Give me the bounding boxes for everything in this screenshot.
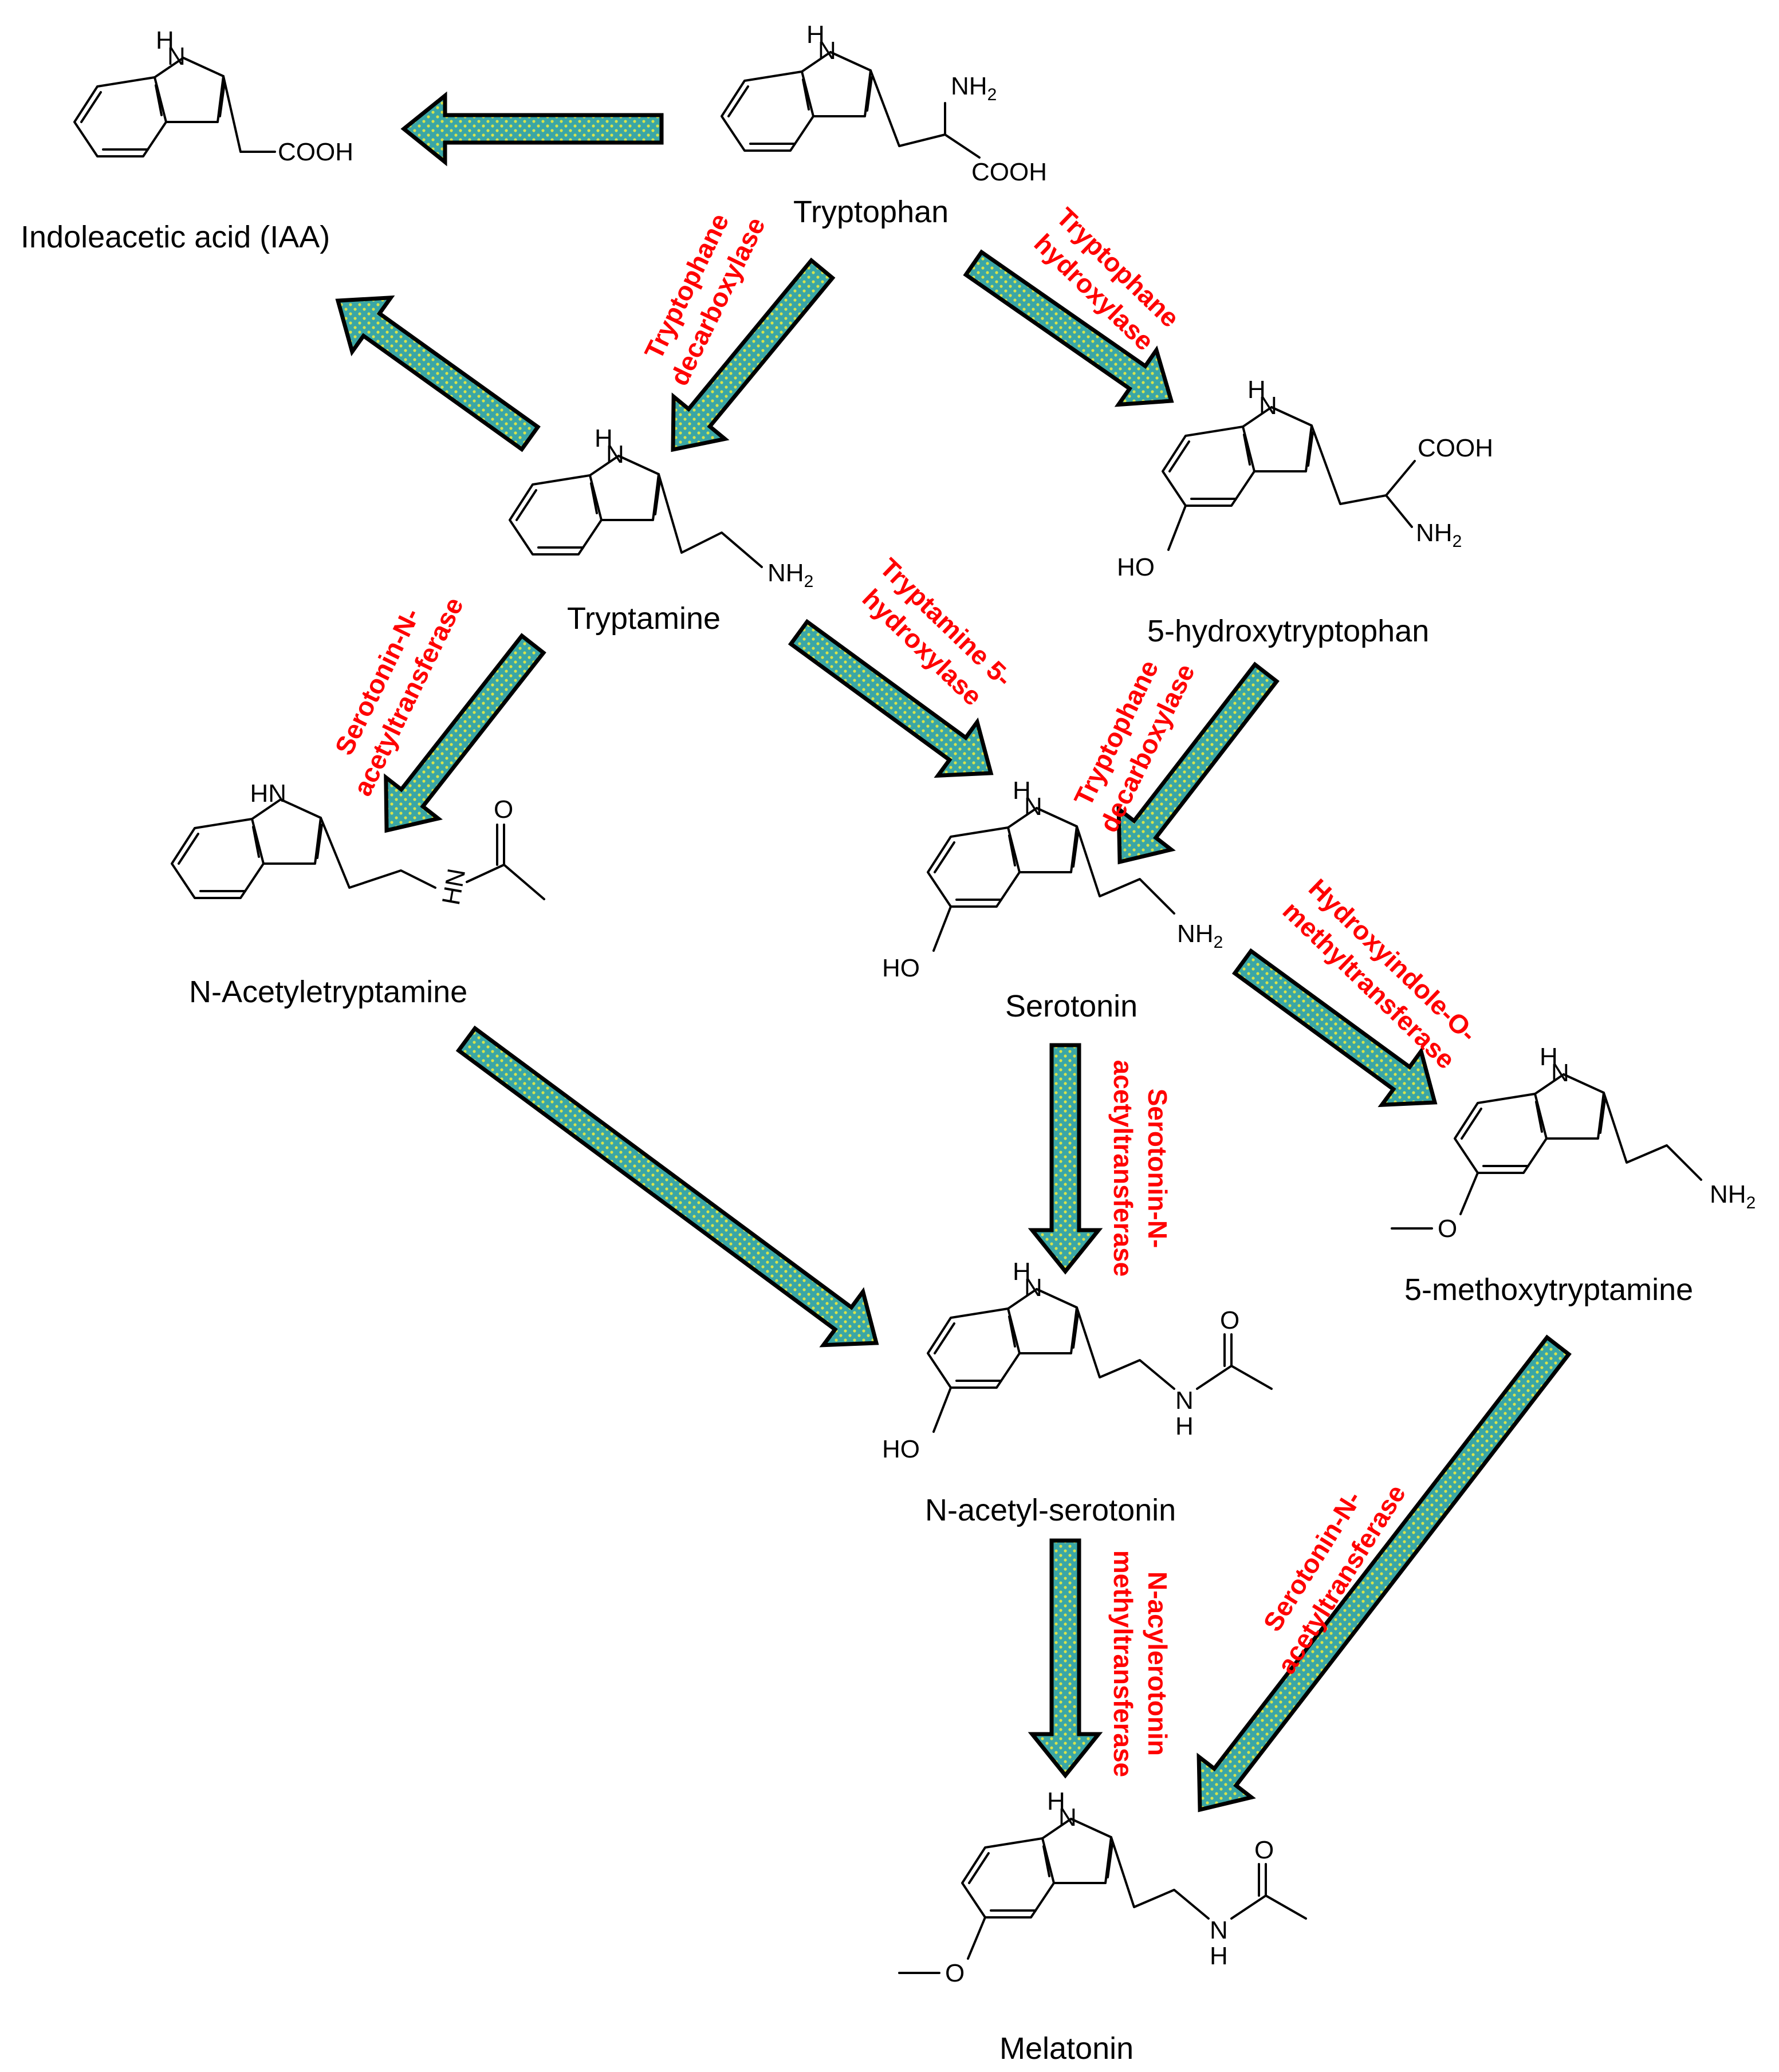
iaa-n-atom: N bbox=[167, 42, 186, 70]
tryptamine-h-atom: H bbox=[595, 424, 613, 452]
arrow-nas-to-melatonin bbox=[1028, 1538, 1103, 1779]
tryptophan-n-atom: N bbox=[818, 37, 836, 65]
n-acetyl-serotonin-label: N-acetyl-serotonin bbox=[925, 1493, 1176, 1527]
mt-nh2-atom: NH2 bbox=[1710, 1180, 1756, 1212]
arrow-methoxytryptamine-to-melatonin bbox=[1197, 1334, 1572, 1813]
methoxytryptamine-structure: H N NH2 O bbox=[1391, 1043, 1756, 1243]
nat-hn-atom: HN bbox=[437, 866, 471, 907]
arrow-hydroxytryptophan-to-serotonin bbox=[1116, 661, 1280, 865]
melatonin-label: Melatonin bbox=[999, 2031, 1133, 2066]
htp-ho-atom: HO bbox=[1117, 553, 1155, 581]
nas-n-atom: N bbox=[1024, 1274, 1042, 1302]
enzyme-snat-2-line1: Serotonin-N- bbox=[1143, 1089, 1172, 1248]
mt-n-atom: N bbox=[1551, 1059, 1569, 1087]
mel-h-atom: H bbox=[1047, 1787, 1065, 1815]
nas-n2-atom: N bbox=[1175, 1386, 1194, 1415]
tryptophan-nh2-atom: NH2 bbox=[951, 72, 997, 104]
serotonin-label: Serotonin bbox=[1005, 989, 1138, 1023]
nas-h2-atom: H bbox=[1175, 1412, 1194, 1440]
n-acetyltryptamine-label: N-Acetyletryptamine bbox=[189, 975, 467, 1009]
nat-nh-atom: NH bbox=[250, 779, 286, 807]
iaa-h-atom: H bbox=[156, 26, 174, 54]
tryptamine-structure: H N NH2 bbox=[509, 424, 813, 591]
arrow-tryptamine-to-iaa bbox=[335, 295, 541, 452]
nat-o-atom: O bbox=[494, 795, 513, 824]
htp-n-atom: N bbox=[1259, 392, 1277, 420]
enzyme-asmt: N-acylerotonin methyltransferase bbox=[1108, 1550, 1172, 1777]
arrow-tryptophan-to-tryptamine bbox=[671, 257, 836, 452]
arrow-tryptamine-to-n-acetyltryptamine bbox=[384, 633, 546, 833]
enzyme-snat-2: Serotonin-N- acetyltransferase bbox=[1108, 1060, 1172, 1277]
hydroxytryptophan-label: 5-hydroxytryptophan bbox=[1147, 614, 1429, 648]
arrow-tryptophan-to-hydroxytryptophan bbox=[963, 249, 1174, 407]
arrow-serotonin-to-nas bbox=[1028, 1043, 1103, 1275]
serotonin-h-atom: H bbox=[1013, 777, 1031, 805]
iaa-label: Indoleacetic acid (IAA) bbox=[21, 220, 330, 254]
tryptophan-cooh-atom: COOH bbox=[971, 158, 1047, 186]
tryptophan-label: Tryptophan bbox=[793, 195, 948, 229]
methoxytryptamine-label: 5-methoxytryptamine bbox=[1404, 1273, 1693, 1307]
serotonin-nh2-atom: NH2 bbox=[1177, 920, 1223, 952]
nas-o-atom: O bbox=[1220, 1306, 1239, 1334]
reaction-arrows bbox=[335, 91, 1572, 1813]
enzyme-snat-2-line2: acetyltransferase bbox=[1108, 1060, 1138, 1277]
arrow-n-acetyltryptamine-to-nas bbox=[455, 1025, 879, 1348]
serotonin-n-atom: N bbox=[1024, 793, 1042, 821]
mel-n2-atom: N bbox=[1210, 1916, 1228, 1944]
nas-ho-atom: HO bbox=[882, 1435, 920, 1463]
mel-o-atom: O bbox=[1254, 1836, 1274, 1864]
nas-h-atom: H bbox=[1013, 1258, 1031, 1286]
htp-cooh-atom: COOH bbox=[1418, 434, 1493, 462]
tryptamine-nh2-atom: NH2 bbox=[768, 559, 813, 591]
arrow-serotonin-to-methoxytryptamine bbox=[1231, 948, 1438, 1108]
tryptophan-nh-atom: H bbox=[806, 21, 825, 49]
mel-o2-atom: O bbox=[945, 1959, 965, 1987]
enzyme-asmt-line1: N-acylerotonin bbox=[1143, 1571, 1172, 1756]
melatonin-structure: H N N H O O bbox=[898, 1787, 1307, 1987]
mt-h-atom: H bbox=[1540, 1043, 1558, 1071]
iaa-structure: H N COOH bbox=[73, 26, 353, 166]
mt-o-atom: O bbox=[1438, 1215, 1457, 1243]
arrow-tryptamine-to-serotonin bbox=[788, 619, 994, 778]
tryptamine-label: Tryptamine bbox=[567, 601, 721, 636]
mel-n-atom: N bbox=[1058, 1803, 1077, 1831]
n-acetyltryptamine-structure: NH HN O bbox=[171, 779, 545, 907]
iaa-cooh-atom: COOH bbox=[278, 138, 353, 166]
enzyme-asmt-line2: methyltransferase bbox=[1108, 1550, 1138, 1777]
serotonin-structure: H N NH2 HO bbox=[882, 777, 1223, 982]
hydroxytryptophan-structure: H N COOH NH2 HO bbox=[1117, 376, 1493, 581]
tryptamine-n-atom: N bbox=[606, 440, 624, 468]
serotonin-ho-atom: HO bbox=[882, 954, 920, 982]
n-acetyl-serotonin-structure: H N N H O HO bbox=[882, 1258, 1273, 1463]
mel-h2-atom: H bbox=[1210, 1942, 1228, 1970]
arrow-tryptophan-to-iaa bbox=[400, 91, 664, 167]
htp-h-atom: H bbox=[1247, 376, 1266, 404]
htp-nh2-atom: NH2 bbox=[1416, 519, 1462, 551]
tryptophan-structure: H N NH2 COOH bbox=[721, 21, 1047, 186]
